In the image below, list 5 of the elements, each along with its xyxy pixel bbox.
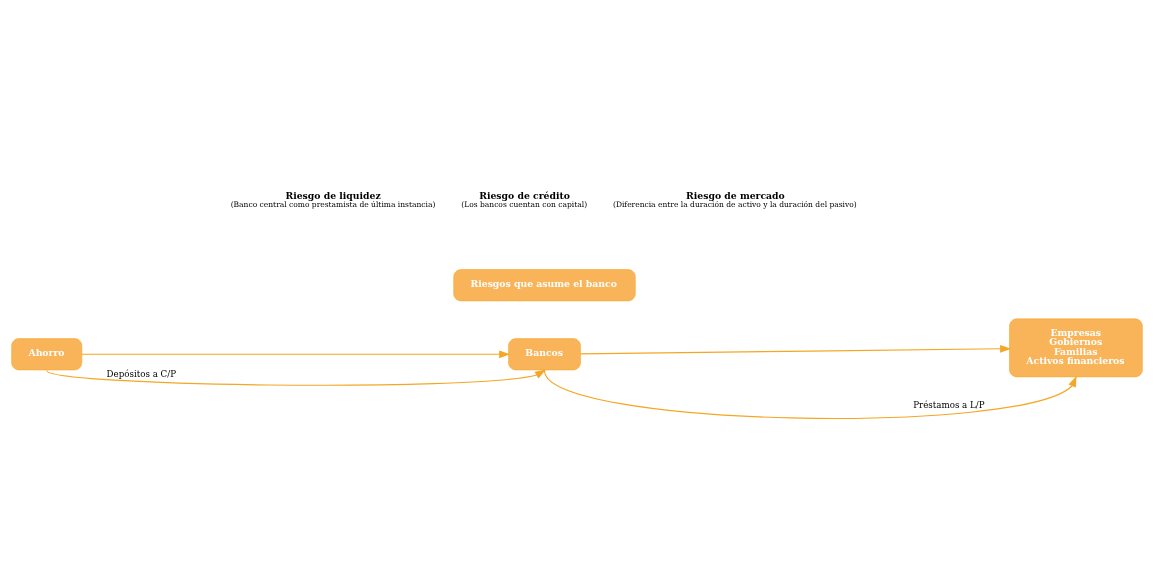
label: Riesgo de crédito <box>479 189 570 201</box>
label: Riesgo de liquidez <box>285 189 381 201</box>
edge-label: Depósitos a C/P <box>106 368 177 379</box>
edge-label: Préstamos a L/P <box>913 399 985 410</box>
label: Riesgo de mercado <box>686 189 785 201</box>
